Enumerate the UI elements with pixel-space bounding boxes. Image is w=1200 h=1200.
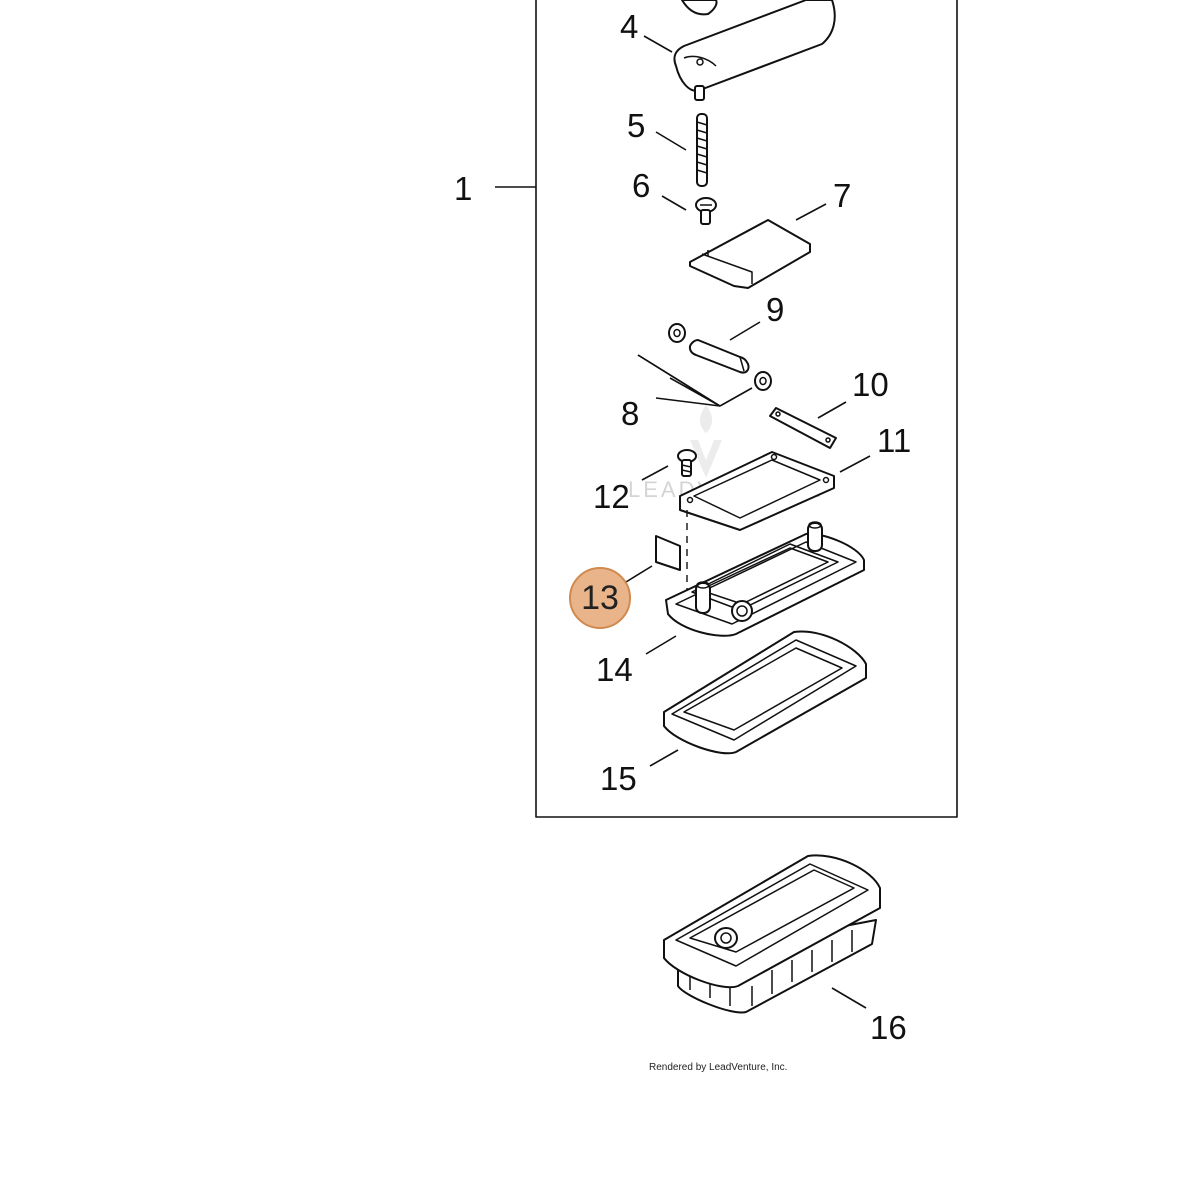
part-16-lower-housing[interactable]	[663, 854, 881, 1014]
label-part-10: 10	[852, 366, 889, 403]
part-4-housing[interactable]	[673, 0, 836, 101]
label-part-13[interactable]: 13	[581, 579, 619, 617]
label-part-5: 5	[627, 107, 645, 144]
label-part-14: 14	[596, 651, 633, 688]
label-part-9: 9	[766, 291, 784, 328]
label-part-16: 16	[870, 1009, 907, 1046]
part-8-washers[interactable]	[668, 323, 772, 391]
label-part-1: 1	[454, 170, 472, 207]
label-part-8: 8	[621, 395, 639, 432]
part-11-gasket[interactable]	[679, 451, 835, 531]
label-part-7: 7	[833, 177, 851, 214]
assembly-frame	[535, 0, 958, 818]
label-part-12: 12	[593, 478, 630, 515]
render-credit: Rendered by LeadVenture, Inc.	[649, 1062, 787, 1073]
leader-lines	[495, 35, 871, 1009]
part-13-pad[interactable]	[655, 535, 681, 571]
part-7-plate[interactable]	[689, 219, 811, 289]
watermark-logo	[690, 405, 722, 478]
highlight-marker-13[interactable]	[569, 567, 631, 629]
part-14-base[interactable]	[665, 521, 865, 637]
part-12-screw[interactable]	[677, 449, 697, 477]
part-15-ring[interactable]	[663, 630, 867, 755]
part-10-strip[interactable]	[769, 407, 837, 449]
part-5-stud[interactable]	[696, 113, 708, 187]
part-6-screw[interactable]	[695, 197, 717, 225]
label-part-6: 6	[632, 167, 650, 204]
label-part-11: 11	[877, 422, 911, 459]
label-part-15: 15	[600, 760, 637, 797]
label-part-4: 4	[620, 8, 638, 45]
part-9-pin[interactable]	[688, 339, 750, 374]
